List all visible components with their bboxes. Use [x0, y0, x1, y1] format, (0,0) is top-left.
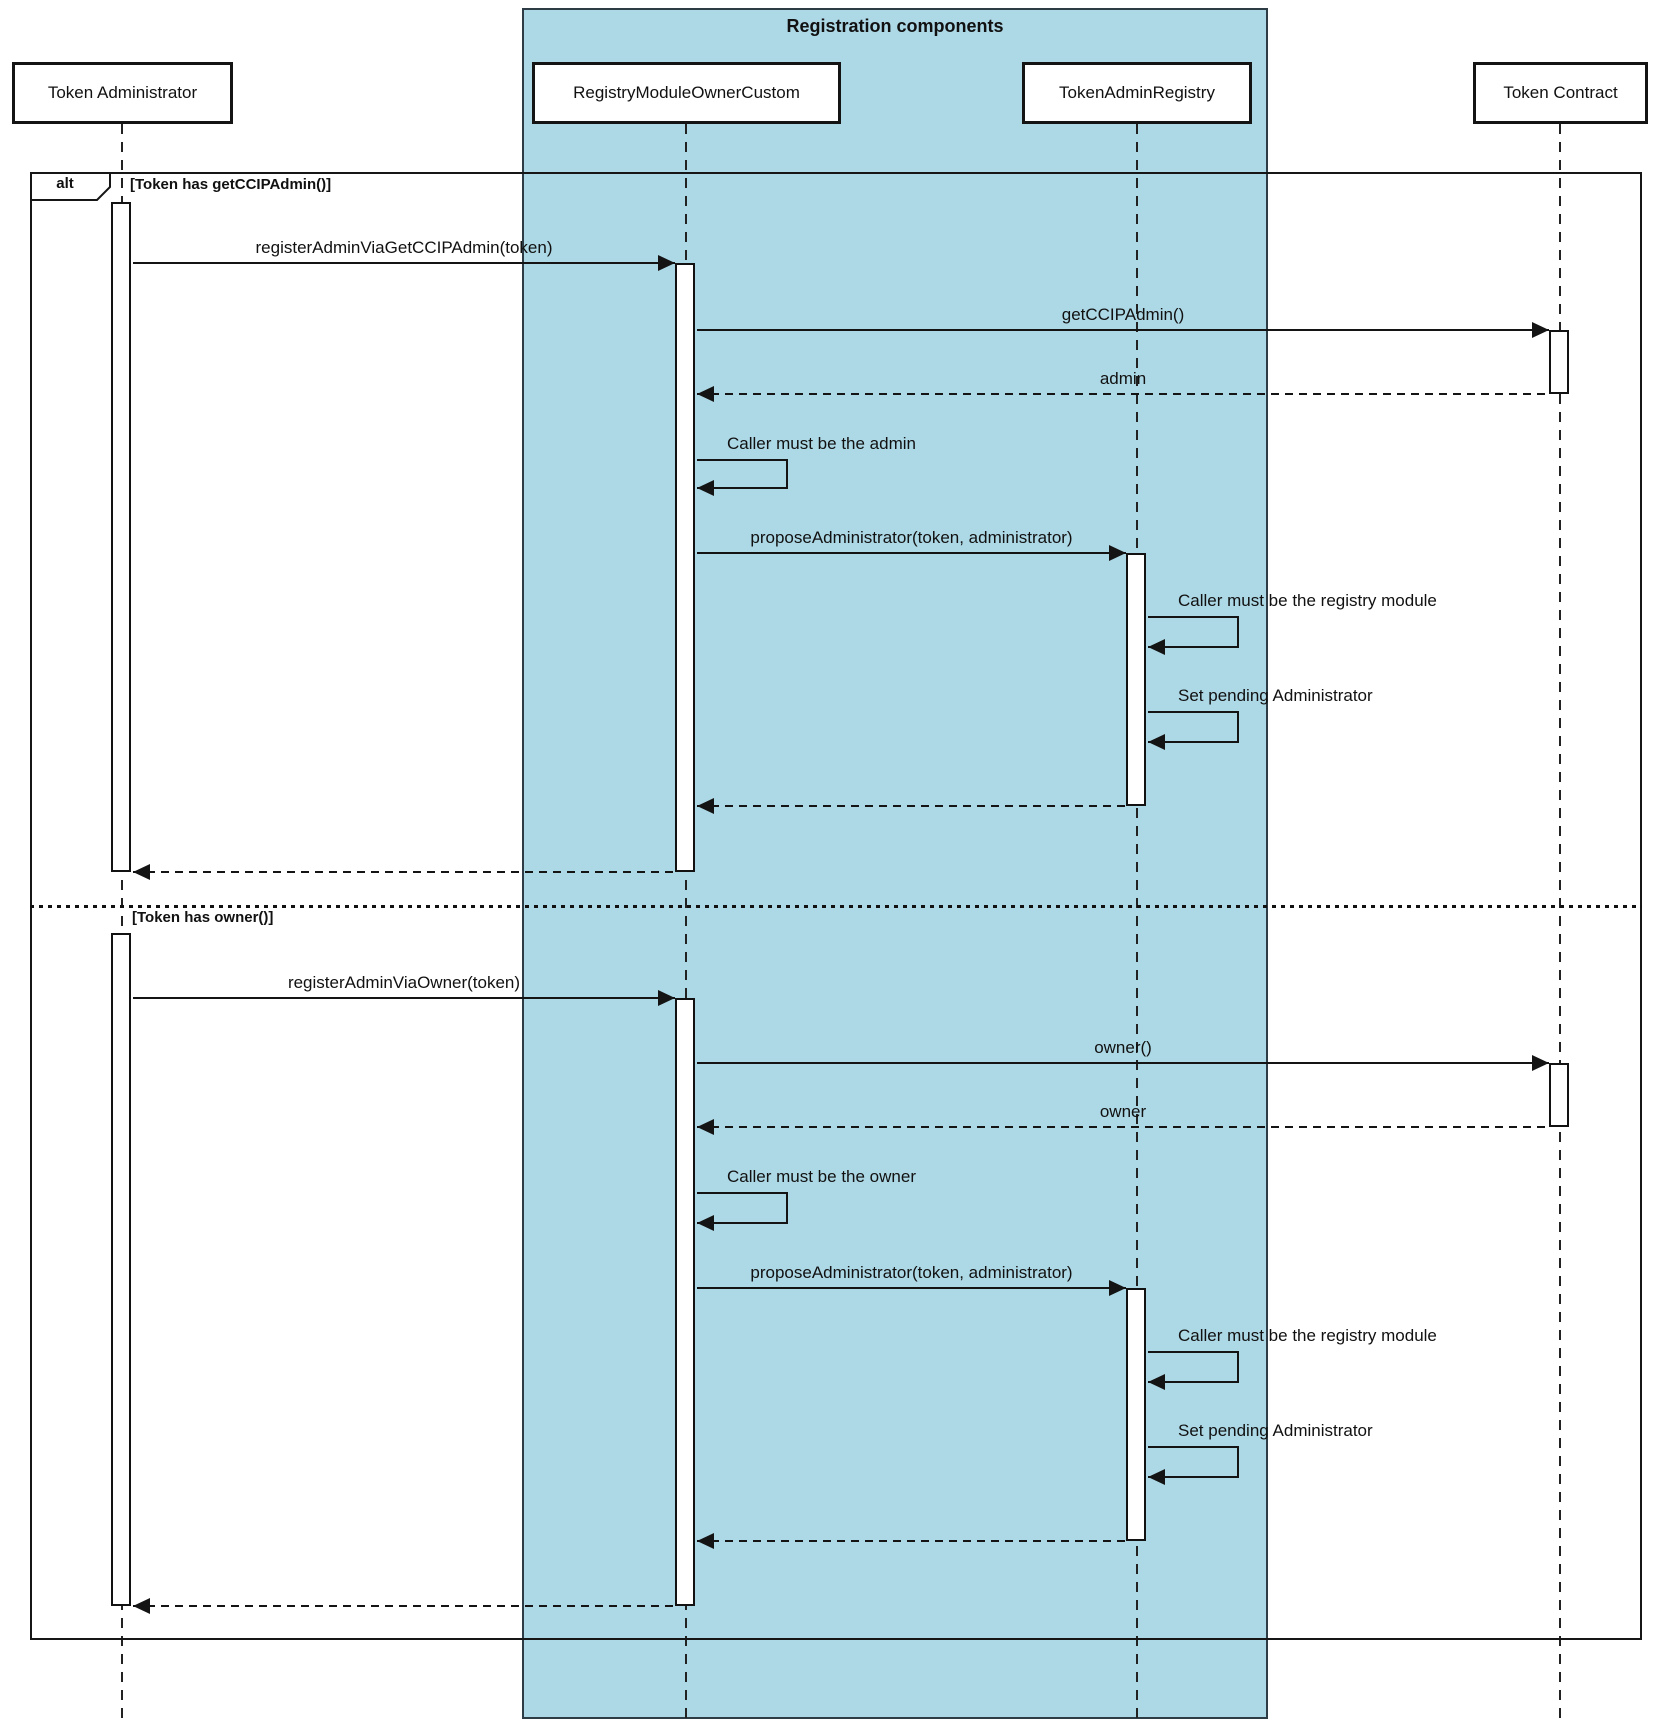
message-label: proposeAdministrator(token, administrato…	[750, 1263, 1073, 1282]
self-message-line	[1148, 1381, 1239, 1383]
message-label: registerAdminViaOwner(token)	[287, 973, 521, 992]
participant-box-token-administrator: Token Administrator	[12, 62, 233, 124]
activation-token-contract	[1549, 330, 1569, 394]
message-label: owner	[1099, 1102, 1147, 1121]
message-label: registerAdminViaGetCCIPAdmin(token)	[255, 238, 553, 257]
self-message-line	[697, 1222, 788, 1224]
message-label: admin	[1099, 369, 1147, 388]
self-message-line	[1237, 712, 1239, 742]
return-arrowhead-icon	[133, 1598, 150, 1614]
lifeline-token-contract	[1559, 124, 1561, 1721]
self-message-line	[697, 1192, 788, 1194]
self-message-line	[697, 487, 788, 489]
registration-components-group	[522, 8, 1268, 1719]
activation-registry-module-owner-custom	[675, 263, 695, 872]
self-message-arrowhead-icon	[697, 1215, 714, 1231]
self-message-line	[1148, 741, 1239, 743]
return-message-line	[133, 1605, 675, 1607]
return-arrowhead-icon	[697, 386, 714, 402]
activation-token-contract	[1549, 1063, 1569, 1127]
lifeline-registry-module-owner-custom	[685, 124, 687, 1721]
self-message-label: Caller must be the registry module	[1178, 1326, 1437, 1345]
message-arrowhead-icon	[1109, 545, 1126, 561]
message-arrowhead-icon	[1532, 322, 1549, 338]
activation-token-administrator	[111, 933, 131, 1606]
message-line	[133, 997, 675, 999]
self-message-arrowhead-icon	[1148, 1374, 1165, 1390]
self-message-line	[1148, 1351, 1239, 1353]
lifeline-token-admin-registry	[1136, 124, 1138, 1721]
guard-token-has-owner: [Token has owner()]	[132, 909, 274, 926]
self-message-line	[697, 459, 788, 461]
return-message-line	[697, 393, 1549, 395]
return-message-line	[133, 871, 675, 873]
message-line	[697, 1287, 1126, 1289]
self-message-line	[1237, 1447, 1239, 1477]
alt-divider	[30, 905, 1642, 908]
self-message-label: Set pending Administrator	[1178, 686, 1373, 705]
activation-token-admin-registry	[1126, 553, 1146, 806]
lifeline-token-administrator	[121, 124, 123, 1721]
self-message-line	[1237, 617, 1239, 647]
self-message-line	[1148, 1446, 1239, 1448]
alt-frame-label: alt	[30, 172, 112, 206]
message-arrowhead-icon	[1532, 1055, 1549, 1071]
self-message-arrowhead-icon	[1148, 734, 1165, 750]
message-arrowhead-icon	[1109, 1280, 1126, 1296]
return-arrowhead-icon	[697, 1533, 714, 1549]
return-arrowhead-icon	[697, 1119, 714, 1135]
return-message-line	[697, 805, 1126, 807]
message-arrowhead-icon	[658, 255, 675, 271]
self-message-arrowhead-icon	[1148, 639, 1165, 655]
participant-box-token-admin-registry: TokenAdminRegistry	[1022, 62, 1252, 124]
message-line	[697, 1062, 1549, 1064]
self-message-line	[1148, 616, 1239, 618]
participant-box-token-contract: Token Contract	[1473, 62, 1648, 124]
alt-label-text: alt	[56, 175, 74, 192]
self-message-line	[786, 1193, 788, 1223]
return-arrowhead-icon	[697, 798, 714, 814]
self-message-label: Set pending Administrator	[1178, 1421, 1373, 1440]
message-line	[133, 262, 675, 264]
message-arrowhead-icon	[658, 990, 675, 1006]
self-message-label: Caller must be the admin	[727, 434, 916, 453]
message-line	[697, 552, 1126, 554]
message-label: getCCIPAdmin()	[1061, 305, 1185, 324]
activation-token-administrator	[111, 202, 131, 872]
message-label: owner()	[1094, 1038, 1152, 1057]
group-title: Registration components	[786, 16, 1004, 36]
self-message-line	[786, 460, 788, 488]
self-message-label: Caller must be the owner	[727, 1167, 916, 1186]
return-message-line	[697, 1126, 1549, 1128]
self-message-line	[1237, 1352, 1239, 1382]
self-message-line	[1148, 1476, 1239, 1478]
return-arrowhead-icon	[133, 864, 150, 880]
return-message-line	[697, 1540, 1126, 1542]
guard-token-has-getccipadmin: [Token has getCCIPAdmin()]	[130, 176, 332, 193]
self-message-line	[1148, 711, 1239, 713]
self-message-arrowhead-icon	[1148, 1469, 1165, 1485]
self-message-line	[1148, 646, 1239, 648]
message-label: proposeAdministrator(token, administrato…	[750, 528, 1073, 547]
activation-registry-module-owner-custom	[675, 998, 695, 1606]
activation-token-admin-registry	[1126, 1288, 1146, 1541]
self-message-arrowhead-icon	[697, 480, 714, 496]
self-message-label: Caller must be the registry module	[1178, 591, 1437, 610]
participant-box-registry-module-owner-custom: RegistryModuleOwnerCustom	[532, 62, 841, 124]
message-line	[697, 329, 1549, 331]
